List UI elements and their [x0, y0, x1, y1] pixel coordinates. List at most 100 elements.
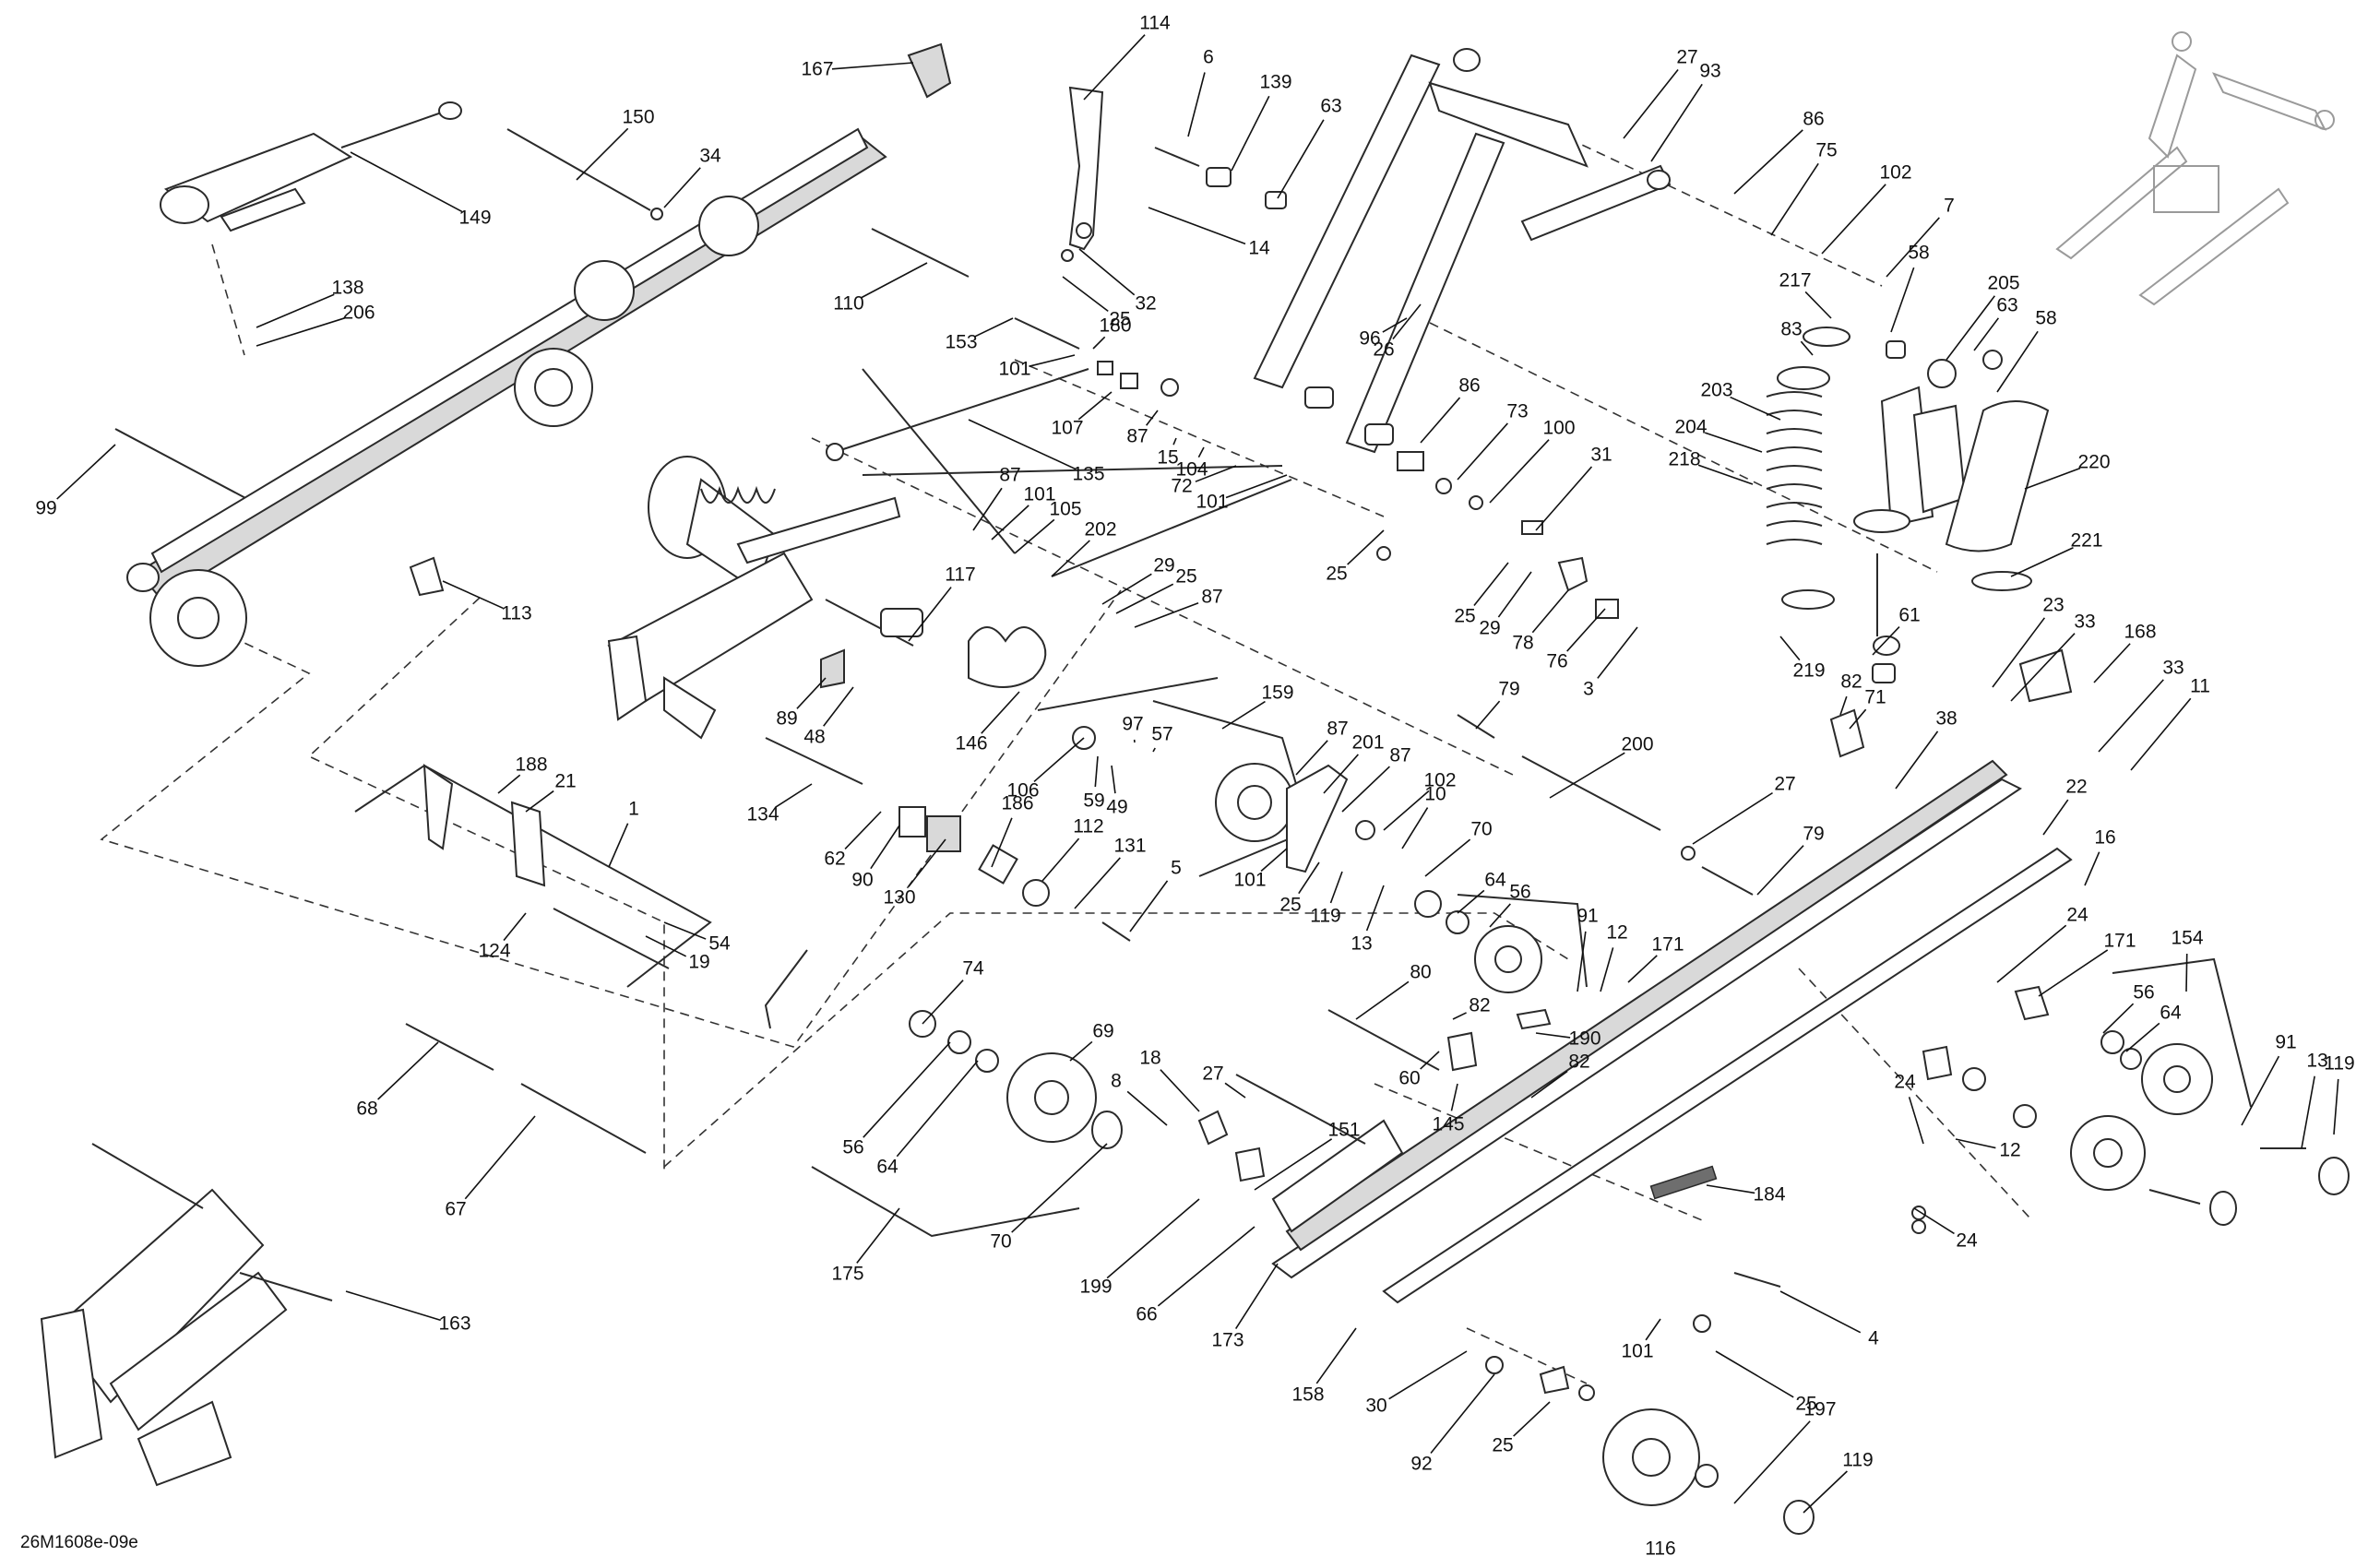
- callout-c79b: 79: [1756, 824, 1825, 896]
- callout-number: 153: [945, 332, 977, 353]
- callout-number: 31: [1590, 445, 1612, 466]
- front-arm-torsion-spring: [607, 368, 1283, 740]
- leader-line: [1234, 1263, 1279, 1329]
- leader-line: [981, 691, 1020, 734]
- callout-number: 159: [1261, 683, 1293, 704]
- callout-c99: 99: [35, 444, 116, 519]
- leader-line: [1886, 217, 1940, 278]
- callout-number: 149: [458, 208, 491, 229]
- leader-line: [844, 811, 882, 850]
- callout-number: 22: [2065, 777, 2087, 798]
- callout-c48: 48: [803, 686, 854, 748]
- leader-line: [870, 825, 900, 870]
- callout-number: 130: [883, 887, 915, 909]
- leader-line: [1715, 1350, 1794, 1398]
- callout-number: 190: [1568, 1028, 1600, 1050]
- callout-c33a: 33: [2010, 612, 2096, 702]
- leader-line: [256, 317, 345, 347]
- callout-c90: 90: [851, 825, 900, 891]
- callout-c32: 32: [1078, 248, 1157, 315]
- callout-c200: 200: [1549, 734, 1654, 799]
- callout-number: 1: [628, 799, 639, 820]
- leader-line: [974, 317, 1014, 338]
- callout-number: 25: [1326, 564, 1347, 585]
- leader-line: [1497, 571, 1532, 618]
- callout-number: 106: [1006, 780, 1039, 802]
- callout-number: 3: [1583, 679, 1594, 700]
- leader-line: [1600, 947, 1614, 992]
- callout-number: 205: [1987, 273, 2019, 294]
- callout-c97: 97: [1122, 714, 1144, 743]
- callout-number: 167: [801, 59, 833, 80]
- callout-c26: 26: [1373, 303, 1422, 361]
- callout-c218: 218: [1668, 449, 1754, 485]
- assembly-overview-thumbnail: [2055, 31, 2335, 306]
- callout-c173: 173: [1211, 1263, 1279, 1351]
- callout-c6: 6: [1187, 47, 1214, 137]
- callout-number: 25: [1279, 895, 1301, 916]
- leader-line: [1535, 1032, 1571, 1039]
- callout-c190: 190: [1535, 1028, 1601, 1050]
- right-hardware: [1911, 648, 2350, 1234]
- callout-number: 25: [1109, 309, 1130, 330]
- callout-number: 12: [1606, 922, 1627, 944]
- callout-number: 101: [1621, 1341, 1653, 1362]
- callout-number: 139: [1259, 72, 1291, 93]
- callout-c59: 59: [1083, 755, 1105, 812]
- callout-number: 5: [1171, 858, 1182, 879]
- callout-c82c: 82: [1839, 671, 1862, 716]
- leader-line: [775, 783, 813, 809]
- callout-c24b: 24: [1894, 1072, 1924, 1145]
- leader-line: [796, 677, 827, 709]
- leader-line: [1475, 700, 1501, 730]
- callout-number: 63: [1996, 295, 2017, 316]
- callout-number: 79: [1803, 824, 1824, 845]
- callout-number: 32: [1135, 293, 1156, 315]
- long-bolts: [114, 128, 663, 508]
- callout-c29b: 29: [1479, 571, 1532, 639]
- callout-c180: 180: [1092, 315, 1132, 350]
- leader-line: [1577, 931, 1587, 992]
- leader-line: [1078, 248, 1136, 296]
- leader-line: [1821, 184, 1886, 255]
- callout-number: 27: [1676, 47, 1697, 68]
- leader-line: [1254, 1138, 1333, 1191]
- callout-number: 87: [1327, 719, 1348, 740]
- callout-c205: 205: [1946, 273, 2020, 361]
- leader-line: [1973, 317, 2000, 351]
- callout-c139: 139: [1231, 72, 1292, 172]
- callout-c87d: 87: [1295, 719, 1349, 776]
- callout-c68: 68: [356, 1041, 439, 1120]
- leader-line: [2301, 1075, 2315, 1149]
- lower-idler-wheels: [909, 1010, 1815, 1535]
- callout-c8: 8: [1111, 1071, 1168, 1126]
- callout-number: 102: [1423, 770, 1456, 791]
- leader-line: [1126, 1090, 1168, 1126]
- callout-c5: 5: [1129, 858, 1182, 932]
- callout-number: 27: [1202, 1063, 1223, 1085]
- callout-c63b: 63: [1973, 295, 2018, 351]
- leader-line: [896, 1060, 979, 1158]
- callout-number: 25: [1454, 606, 1475, 627]
- callout-number: 29: [1479, 618, 1500, 639]
- leader-line: [1531, 589, 1569, 634]
- callout-c12b: 12: [1955, 1138, 2021, 1161]
- leader-line: [1872, 626, 1900, 656]
- callout-c16: 16: [2084, 827, 2116, 886]
- leader-line: [1627, 955, 1658, 983]
- callout-number: 78: [1512, 633, 1533, 654]
- callout-number: 63: [1320, 96, 1341, 117]
- leader-line: [922, 980, 964, 1025]
- callout-c91b: 91: [2241, 1032, 2297, 1126]
- callout-c38: 38: [1895, 708, 1957, 790]
- leader-line: [1946, 295, 1995, 361]
- callout-c73: 73: [1457, 401, 1529, 481]
- leader-line: [464, 1115, 536, 1200]
- leader-line: [1341, 766, 1390, 813]
- leader-line: [1803, 1470, 1848, 1514]
- callout-c25c: 25: [1279, 861, 1320, 916]
- leader-line: [972, 487, 1003, 531]
- callout-number: 74: [962, 958, 984, 980]
- callout-c27c: 27: [1623, 47, 1698, 139]
